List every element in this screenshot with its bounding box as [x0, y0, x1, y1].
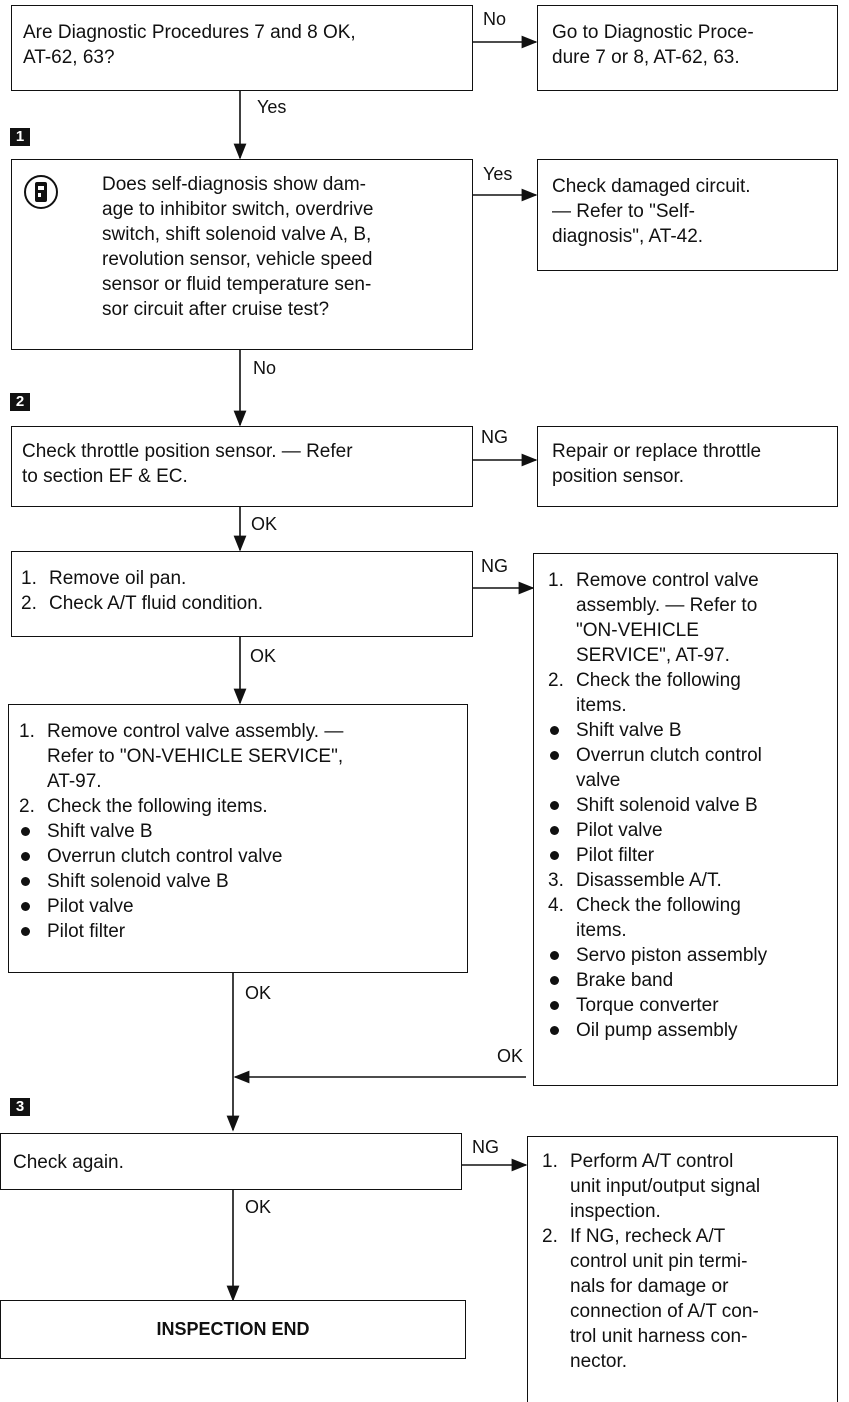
label-ng-4: NG	[481, 556, 508, 576]
list-number: 2.	[548, 670, 564, 691]
label-ok-5: OK	[245, 983, 272, 1003]
list-number: 1.	[548, 570, 564, 591]
list-item: 1. Remove control valve assembly. — Refer…	[19, 719, 343, 794]
list-number: 1.	[21, 568, 37, 589]
list-item: Shift solenoid valve B	[19, 869, 343, 894]
repair-throttle-sensor-box: Repair or replace throttle position sens…	[537, 426, 838, 507]
left-control-valve-box: 1. Remove control valve assembly. — Refer…	[8, 704, 468, 973]
list-item: 3. Disassemble A/T.	[548, 868, 767, 893]
list-item-text: Check the following items.	[47, 796, 268, 817]
final-action-box: 1. Perform A/T control unit input/output …	[527, 1136, 838, 1402]
label-ng-6: NG	[472, 1137, 499, 1157]
list-item-text: Shift valve B	[47, 821, 153, 842]
check-again-box: Check again.	[0, 1133, 462, 1190]
list-item: 2. Check the following items.	[548, 668, 767, 718]
list-item-text: If NG, recheck A/T control unit pin term…	[570, 1226, 759, 1372]
list-item-text: Remove control valve assembly. — Refer t…	[47, 721, 344, 792]
list-item: Pilot valve	[548, 818, 767, 843]
list-item: Pilot valve	[19, 894, 343, 919]
list-item: Shift valve B	[19, 819, 343, 844]
final-action-list: 1. Perform A/T control unit input/output …	[542, 1149, 760, 1374]
repair-throttle-sensor-text: Repair or replace throttle position sens…	[552, 441, 762, 487]
right-control-valve-box: 1. Remove control valve assembly. — Refer…	[533, 553, 838, 1086]
list-item: Oil pump assembly	[548, 1018, 767, 1043]
list-item: 1. Perform A/T control unit input/output …	[542, 1149, 760, 1224]
list-item-text: Remove control valve assembly. — Refer t…	[576, 570, 759, 666]
list-item-text: Oil pump assembly	[576, 1020, 738, 1041]
inspection-end-text: INSPECTION END	[156, 1319, 310, 1339]
list-item-text: Servo piston assembly	[576, 945, 768, 966]
label-ng-3: NG	[481, 427, 508, 447]
check-throttle-sensor-text: Check throttle position sensor. — Refer …	[22, 441, 353, 487]
list-item-text: Overrun clutch control valve	[576, 745, 762, 791]
oil-pan-box: 1. Remove oil pan. 2. Check A/T fluid condi…	[11, 551, 473, 637]
list-number: 4.	[548, 895, 564, 916]
check-damaged-circuit-box: Check damaged circuit. — Refer to "Self-…	[537, 159, 838, 271]
list-item: Overrun clutch control valve	[19, 844, 343, 869]
label-no-2: No	[253, 358, 277, 378]
list-item: Servo piston assembly	[548, 943, 767, 968]
question-diagnostic-7-8-text: Are Diagnostic Procedures 7 and 8 OK, AT…	[23, 22, 356, 68]
step-marker-2: 2	[10, 393, 30, 411]
list-item: Shift valve B	[548, 718, 767, 743]
step-marker-3: 3	[10, 1098, 30, 1116]
list-item: Shift solenoid valve B	[548, 793, 767, 818]
list-item: 2. If NG, recheck A/T control unit pin te…	[542, 1224, 760, 1374]
list-item-text: Pilot valve	[576, 820, 663, 841]
list-number: 1.	[19, 721, 35, 742]
list-item-text: Torque converter	[576, 995, 719, 1016]
list-number: 2.	[542, 1226, 558, 1247]
list-item: Pilot filter	[19, 919, 343, 944]
check-throttle-sensor-box: Check throttle position sensor. — Refer …	[11, 426, 473, 507]
oil-pan-list: 1. Remove oil pan. 2. Check A/T fluid condi…	[21, 566, 263, 616]
list-item: 2. Check the following items.	[19, 794, 343, 819]
label-ok-6: OK	[245, 1197, 272, 1217]
list-item-text: Overrun clutch control valve	[47, 846, 283, 867]
step-marker-1: 1	[10, 128, 30, 146]
go-to-procedure-text: Go to Diagnostic Proce- dure 7 or 8, AT-…	[552, 22, 754, 68]
left-control-valve-list: 1. Remove control valve assembly. — Refer…	[19, 719, 343, 944]
list-number: 2.	[19, 796, 35, 817]
label-yes-2: Yes	[483, 164, 513, 184]
diagnosis-unit-icon	[24, 175, 58, 209]
list-item-text: Perform A/T control unit input/output si…	[570, 1151, 761, 1222]
list-number: 1.	[542, 1151, 558, 1172]
check-damaged-circuit-text: Check damaged circuit. — Refer to "Self-…	[552, 176, 751, 247]
list-item: Torque converter	[548, 993, 767, 1018]
check-again-text: Check again.	[13, 1152, 124, 1173]
list-item: Brake band	[548, 968, 767, 993]
list-item-text: Shift solenoid valve B	[576, 795, 758, 816]
label-ok-3: OK	[251, 514, 278, 534]
list-item-text: Check the following items.	[576, 895, 741, 941]
list-item-text: Shift solenoid valve B	[47, 871, 229, 892]
list-item: 4. Check the following items.	[548, 893, 767, 943]
list-item-text: Check the following items.	[576, 670, 741, 716]
list-item-text: Pilot filter	[576, 845, 655, 866]
list-item: 1. Remove control valve assembly. — Refer…	[548, 568, 767, 668]
inspection-end-box: INSPECTION END	[0, 1300, 466, 1359]
list-item-text: Disassemble A/T.	[576, 870, 722, 891]
list-item: 1. Remove oil pan.	[21, 566, 263, 591]
question-self-diagnosis-box: Does self-diagnosis show dam- age to inh…	[11, 159, 473, 350]
label-ok-join: OK	[497, 1046, 524, 1066]
question-diagnostic-7-8-box: Are Diagnostic Procedures 7 and 8 OK, AT…	[11, 5, 473, 91]
list-item-text: Pilot filter	[47, 921, 126, 942]
list-item-text: Remove oil pan.	[49, 568, 187, 589]
list-number: 3.	[548, 870, 564, 891]
go-to-procedure-box: Go to Diagnostic Proce- dure 7 or 8, AT-…	[537, 5, 838, 91]
list-item: 2. Check A/T fluid condition.	[21, 591, 263, 616]
label-no-1: No	[483, 9, 507, 29]
list-item: Pilot filter	[548, 843, 767, 868]
question-self-diagnosis-text: Does self-diagnosis show dam- age to inh…	[102, 174, 374, 320]
list-item: Overrun clutch control valve	[548, 743, 767, 793]
list-item-text: Brake band	[576, 970, 674, 991]
right-control-valve-list: 1. Remove control valve assembly. — Refer…	[548, 568, 767, 1043]
label-ok-4: OK	[250, 646, 277, 666]
label-yes-1: Yes	[257, 97, 287, 117]
list-item-text: Check A/T fluid condition.	[49, 593, 264, 614]
list-item-text: Shift valve B	[576, 720, 682, 741]
list-item-text: Pilot valve	[47, 896, 134, 917]
list-number: 2.	[21, 593, 37, 614]
